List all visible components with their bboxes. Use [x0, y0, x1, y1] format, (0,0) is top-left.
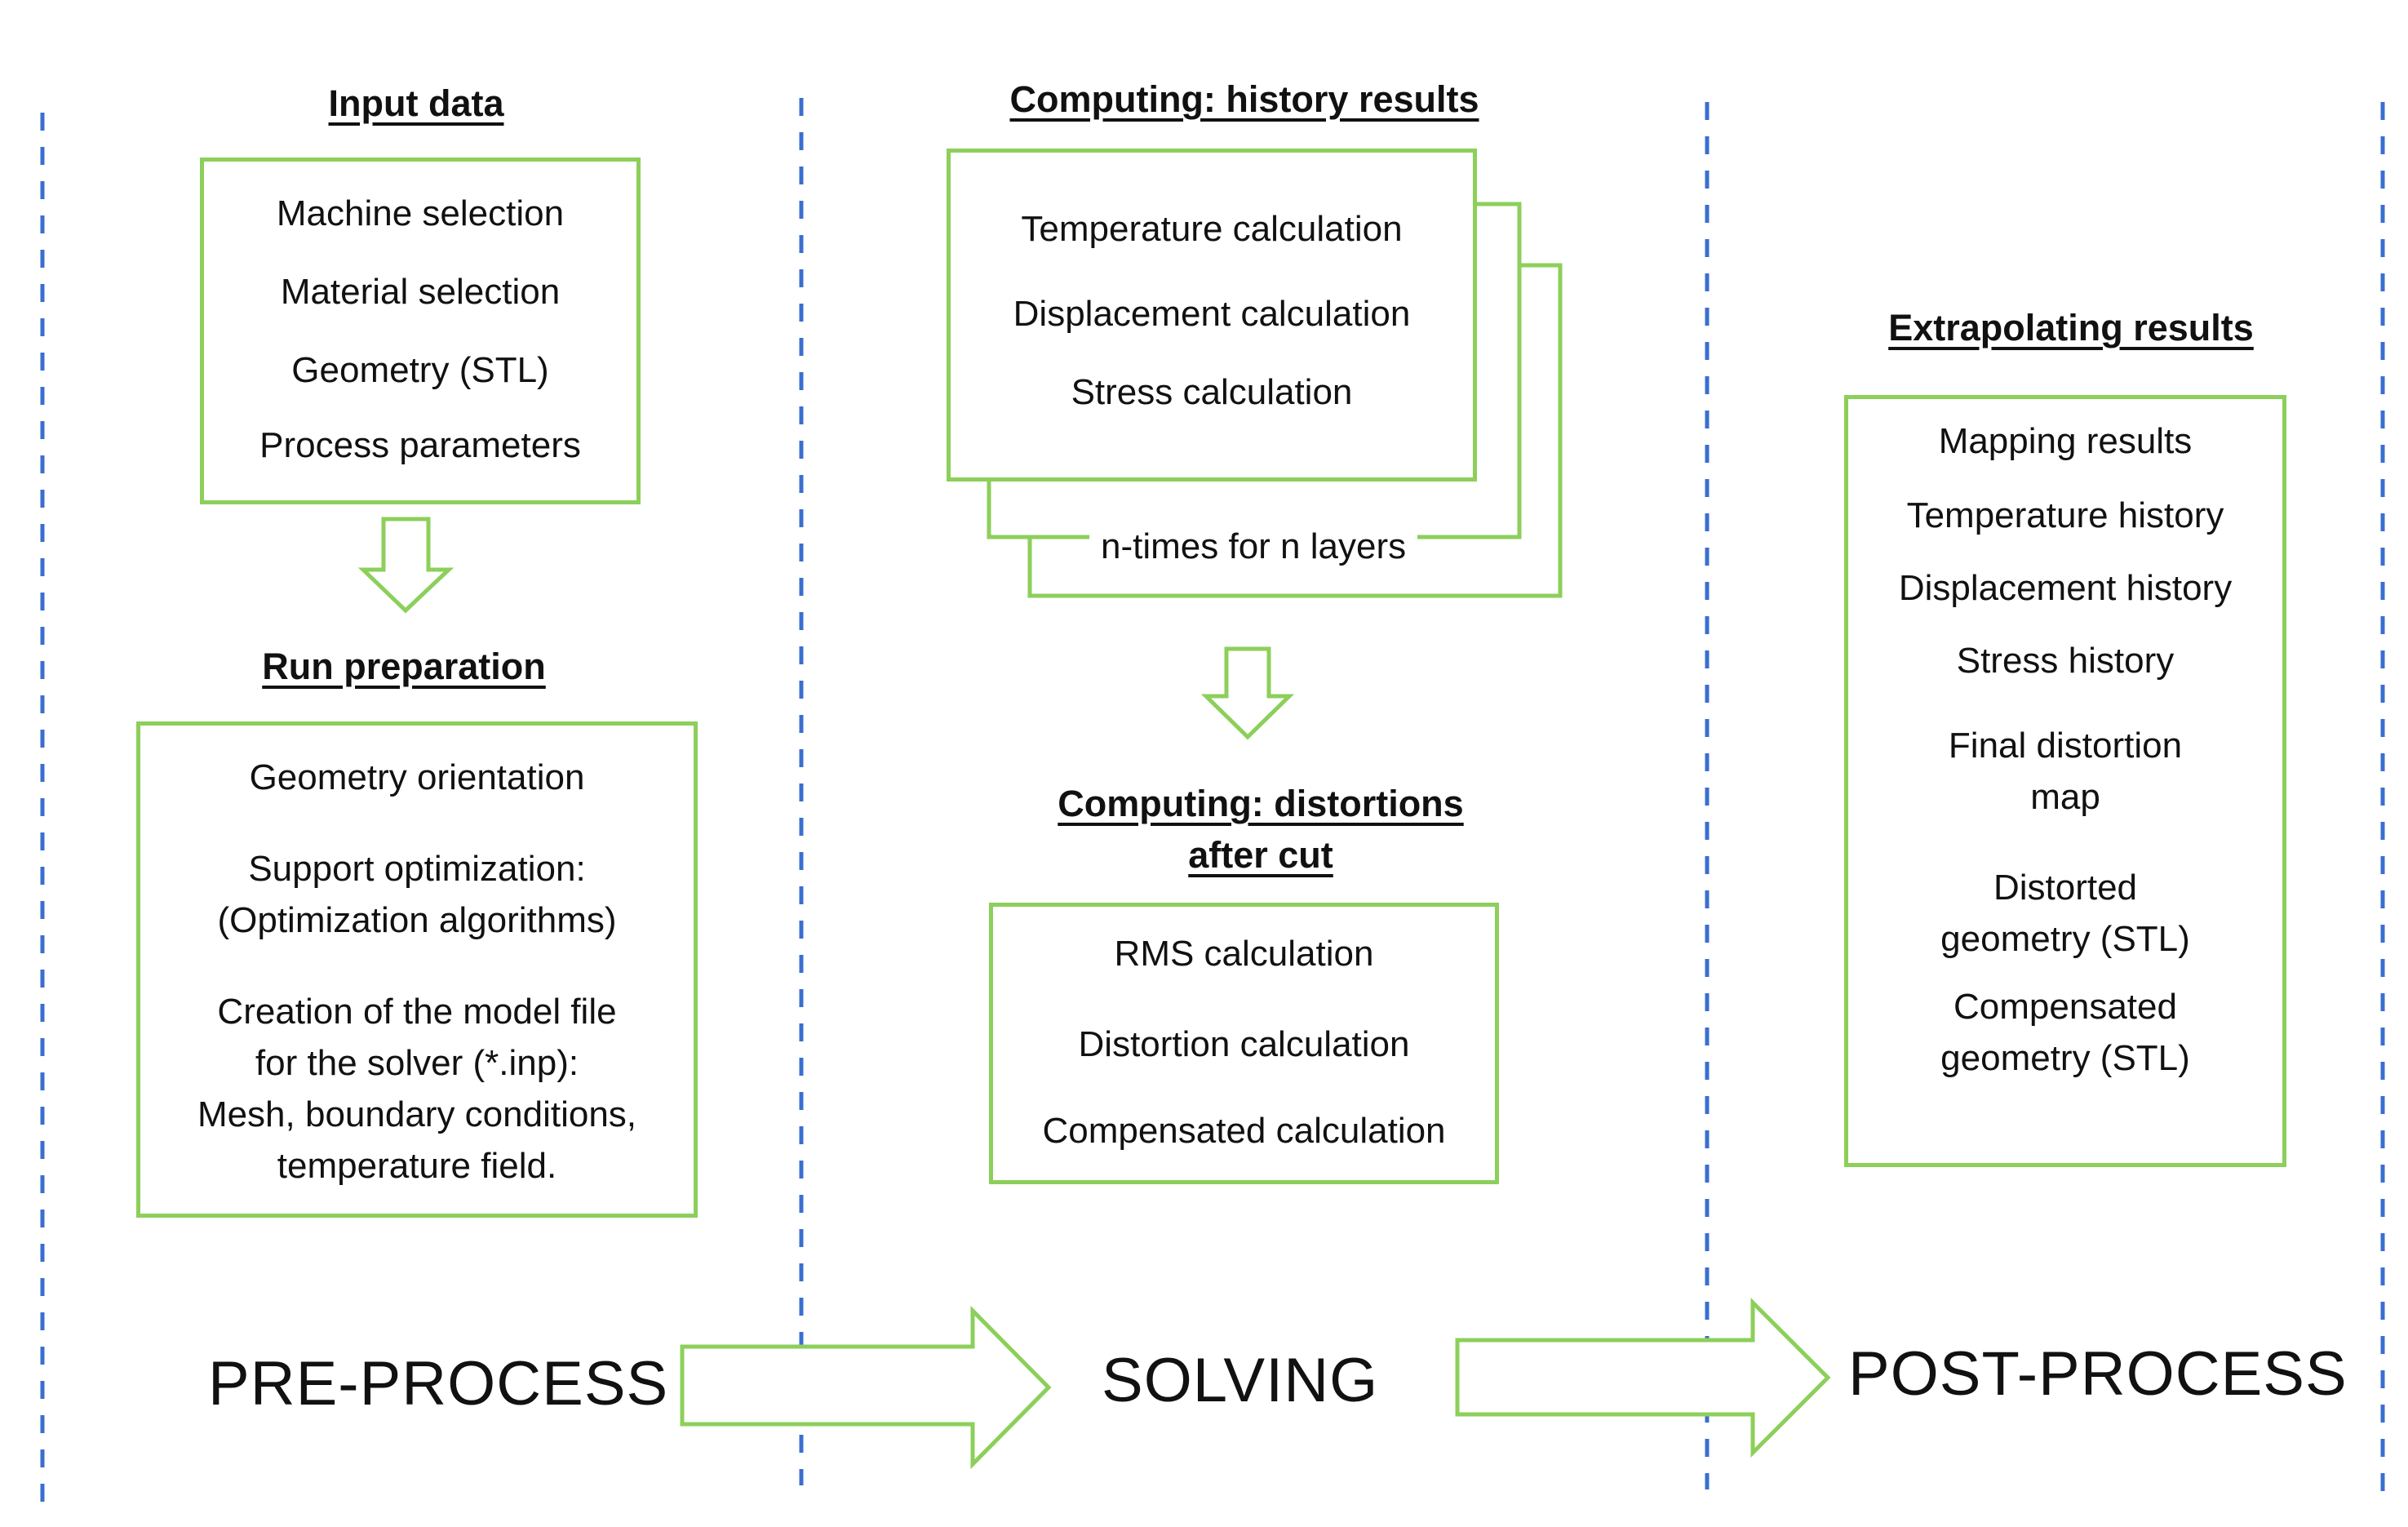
run-prep-item: Geometry orientation	[249, 757, 585, 797]
distortion-item: Distortion calculation	[1078, 1024, 1410, 1064]
down-arrow-to-run-preparation	[357, 517, 455, 614]
post-item: Distorted	[1993, 868, 2138, 908]
post-item: Stress history	[1956, 641, 2175, 681]
post-item: Temperature history	[1906, 495, 2224, 535]
post-item: Compensated	[1953, 987, 2177, 1027]
solving-phase-label: SOLVING	[1102, 1346, 1379, 1415]
input-item: Process parameters	[259, 425, 581, 465]
history-results-box: Temperature calculation Displacement cal…	[947, 149, 1477, 482]
input-data-heading: Input data	[328, 82, 504, 124]
extrapolating-results-heading: Extrapolating results	[1888, 307, 2254, 348]
extrapolating-results-box: Mapping results Temperature history Disp…	[1844, 395, 2286, 1167]
post-item: Final distortion	[1948, 726, 2183, 766]
flow-arrow-pre-to-solving	[680, 1305, 1052, 1470]
run-prep-item: Mesh, boundary conditions,	[197, 1094, 637, 1134]
history-item: Temperature calculation	[1021, 209, 1403, 249]
run-preparation-box: Geometry orientation Support optimizatio…	[136, 721, 698, 1218]
run-prep-item: (Optimization algorithms)	[217, 900, 617, 940]
input-item: Material selection	[280, 272, 561, 312]
input-item: Geometry (STL)	[291, 350, 549, 390]
distortions-heading-line1: Computing: distortions	[1058, 783, 1464, 824]
run-prep-item: temperature field.	[277, 1146, 557, 1186]
distortions-box: RMS calculation Distortion calculation C…	[989, 903, 1499, 1184]
post-item: geometry (STL)	[1940, 1038, 2190, 1078]
distortions-heading-line2: after cut	[1188, 834, 1333, 876]
history-item: Displacement calculation	[1013, 294, 1411, 334]
history-item: Stress calculation	[1071, 372, 1353, 412]
post-item: map	[2030, 777, 2100, 817]
post-item: Displacement history	[1898, 568, 2233, 608]
input-item: Machine selection	[276, 193, 565, 233]
flow-arrow-solving-to-post	[1455, 1297, 1831, 1458]
run-prep-item: Creation of the model file	[217, 992, 617, 1032]
n-layers-repeat-note: n-times for n layers	[1089, 522, 1418, 571]
distortion-item: RMS calculation	[1114, 934, 1374, 974]
post-item: geometry (STL)	[1940, 919, 2190, 959]
down-arrow-to-distortions	[1200, 646, 1295, 740]
run-prep-item: Support optimization:	[248, 849, 586, 889]
distortion-item: Compensated calculation	[1042, 1111, 1446, 1151]
post-process-phase-label: POST-PROCESS	[1848, 1339, 2348, 1409]
pre-process-phase-label: PRE-PROCESS	[208, 1349, 669, 1418]
input-data-box: Machine selection Material selection Geo…	[200, 158, 641, 504]
run-preparation-heading: Run preparation	[262, 646, 546, 687]
run-prep-item: for the solver (*.inp):	[255, 1043, 579, 1083]
history-results-heading: Computing: history results	[1009, 78, 1479, 120]
post-item: Mapping results	[1938, 421, 2193, 461]
